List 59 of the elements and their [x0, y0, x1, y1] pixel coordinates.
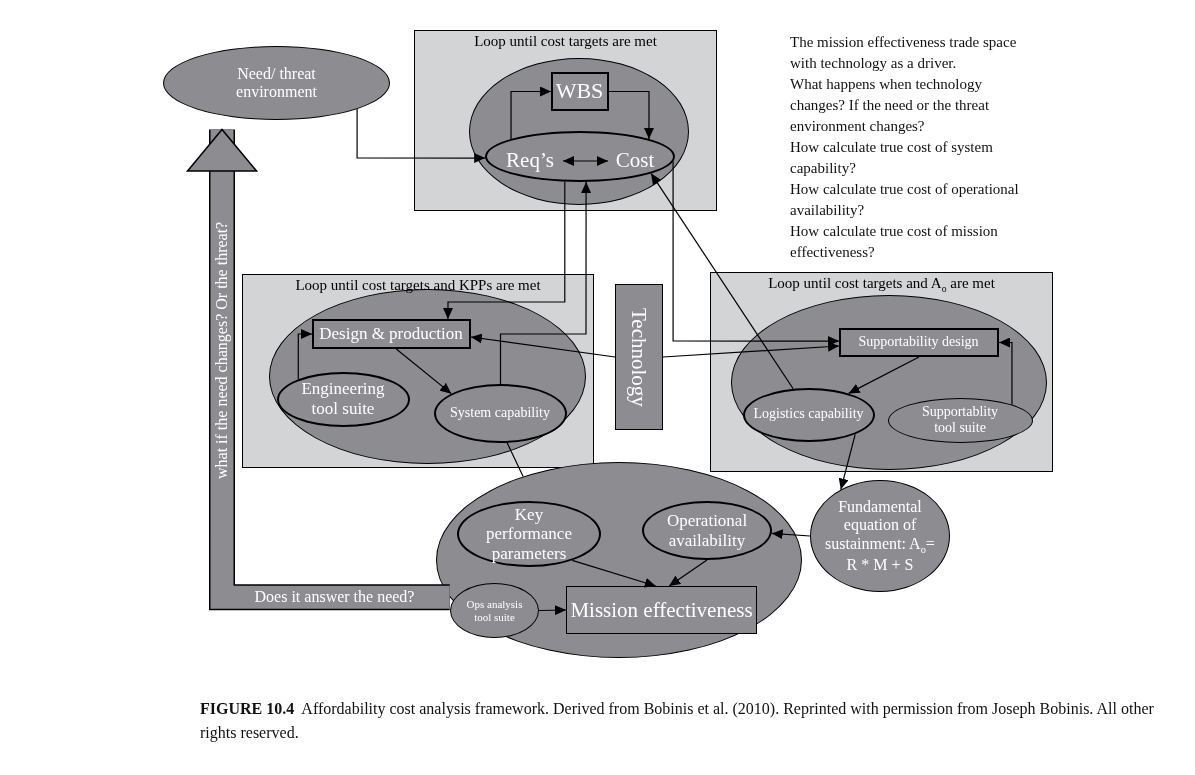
arrow [771, 529, 811, 540]
node-label: Mission effectiveness [570, 597, 753, 623]
node-label: Engineering tool suite [300, 379, 386, 419]
node-label: Need/ threat environment [235, 64, 318, 102]
arrow [838, 433, 856, 491]
figure-caption: FIGURE 10.4 Affordability cost analysis framework. Derived from Bobinis et al. (2010). Reprinted with permission from Joseph Bobinis. All other rights reserved. [200, 699, 1155, 744]
arrow [672, 161, 840, 347]
edge-label: Does it answer the need? [253, 587, 416, 607]
ellipse [484, 130, 675, 182]
arrow [443, 181, 566, 320]
arrow [510, 86, 552, 140]
arrow-label: what if the need changes? Or the threat? [212, 220, 232, 481]
process-box [550, 71, 609, 111]
note-text: How calculate true cost of operational availability? [790, 180, 1020, 220]
node-label: Fundamental equation of sustainment: A$_{o}$= R * M + S [824, 497, 936, 575]
process-box [311, 318, 471, 349]
arrow [848, 356, 920, 394]
panel-title: Loop until cost targets and A$_{o}$ are met [767, 275, 996, 295]
arrow [356, 108, 486, 164]
node-label: Design & production [319, 323, 463, 344]
arrow [650, 172, 794, 390]
connector-line [506, 442, 524, 478]
node-label: Supportablity tool suite [920, 403, 1000, 437]
arrow [499, 181, 592, 385]
note-text: How calculate true cost of system capability? [790, 138, 994, 178]
node-label: Key performance parameters [485, 504, 573, 564]
arrow [998, 337, 1013, 406]
node-label: Technology [626, 307, 652, 407]
note-text: The mission effectiveness trade space with technology as a driver. [790, 33, 1018, 73]
thick-arrow [186, 128, 450, 611]
arrow [662, 341, 840, 358]
note-text: What happens when technology changes? If the need or the threat environment changes? [790, 75, 991, 136]
loop-panel [710, 272, 1053, 472]
arrow [395, 348, 452, 395]
process-box [566, 586, 757, 634]
double-arrow [562, 156, 609, 166]
loop-panel [242, 274, 594, 468]
process-box [615, 284, 663, 430]
arrow [571, 559, 657, 588]
node-label: WBS [555, 78, 604, 104]
arrow [668, 559, 708, 587]
ellipse-node [457, 501, 601, 567]
node-label: Req’s [506, 147, 554, 173]
ellipse-node [450, 583, 539, 638]
node-label: Operational availability [665, 510, 749, 551]
process-box [838, 327, 999, 357]
arrow [538, 605, 567, 616]
node-label: System capability [449, 404, 551, 422]
node-label: Logistics capability [752, 406, 865, 423]
loop-panel [414, 30, 717, 211]
node-label: Ops analysis tool suite [465, 597, 524, 624]
arrow [297, 329, 313, 380]
panel-title: Loop until cost targets and KPPs are met [294, 277, 542, 295]
arrow [608, 90, 654, 140]
note-text: How calculate true cost of mission effectiveness? [790, 222, 999, 262]
node-label: Supportability design [858, 333, 979, 351]
arrow [470, 333, 616, 358]
node-label: Cost [615, 147, 655, 173]
panel-title: Loop until cost targets are met [473, 33, 658, 51]
